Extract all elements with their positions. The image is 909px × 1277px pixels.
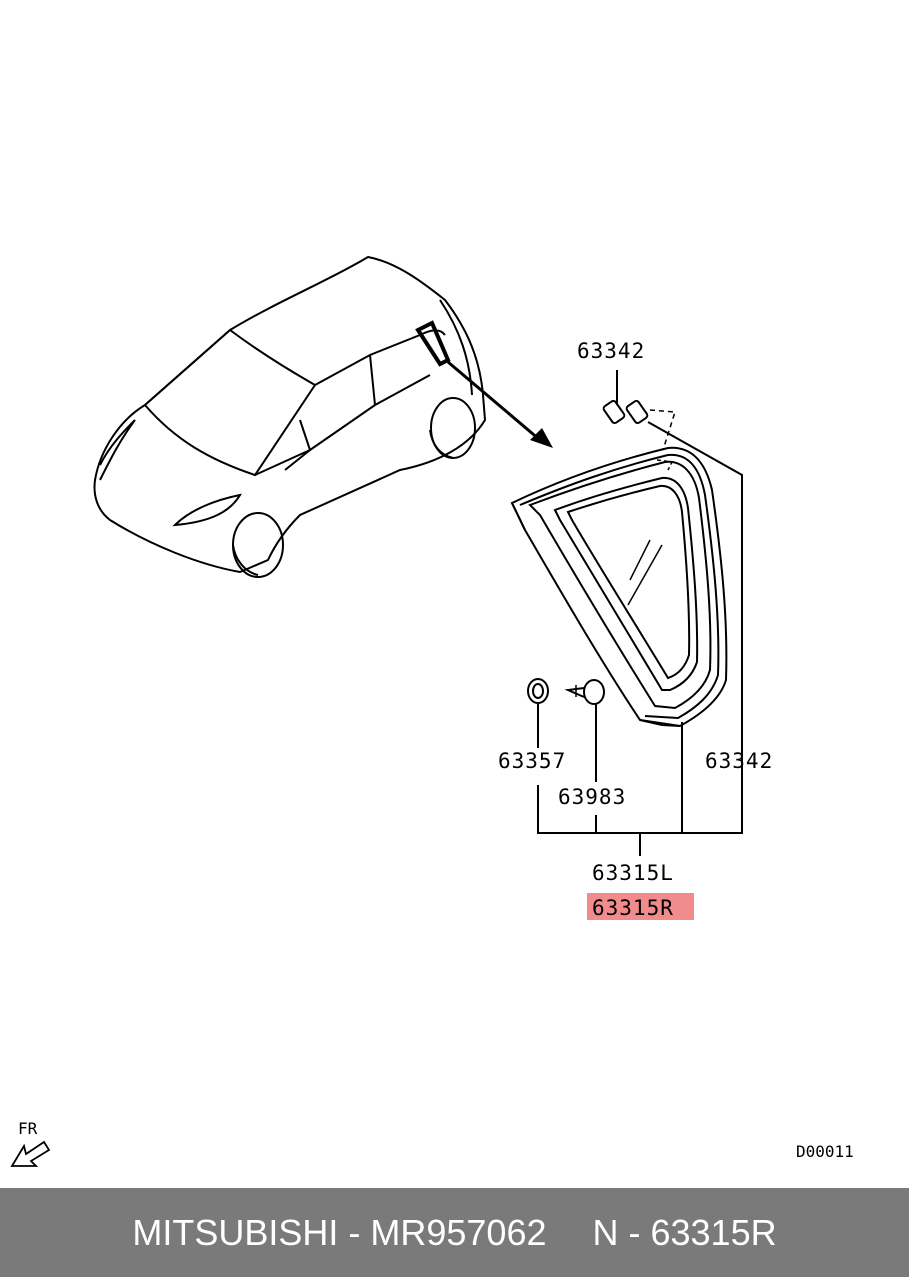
- direction-arrow: [447, 360, 553, 448]
- nut-63357: [527, 678, 549, 748]
- footer-brand-part: MITSUBISHI - MR957062: [132, 1211, 547, 1253]
- bolt-63983: [564, 679, 605, 782]
- label-63315R: 63315R: [592, 896, 674, 920]
- parts-diagram: 63342 63342 63357 63983 63315L 63315R FR…: [10, 255, 854, 1167]
- fr-label: FR: [18, 1119, 38, 1138]
- label-63315L: 63315L: [592, 861, 674, 885]
- fr-arrow-icon: [10, 1140, 51, 1167]
- label-63342-right: 63342: [705, 749, 773, 773]
- front-direction-indicator: FR: [10, 1119, 51, 1167]
- quarter-glass-assembly: [510, 446, 728, 728]
- label-63357: 63357: [498, 749, 566, 773]
- car-illustration: [93, 255, 487, 578]
- leader-lines: [537, 722, 743, 856]
- label-63983: 63983: [558, 785, 626, 809]
- clip-63342: [602, 370, 743, 832]
- footer-bar: MITSUBISHI - MR957062 N - 63315R: [0, 1188, 909, 1277]
- footer-ref: N - 63315R: [592, 1211, 777, 1253]
- label-63342-top: 63342: [577, 339, 645, 363]
- diagram-code: D00011: [796, 1142, 854, 1161]
- highlight-box: [587, 893, 694, 920]
